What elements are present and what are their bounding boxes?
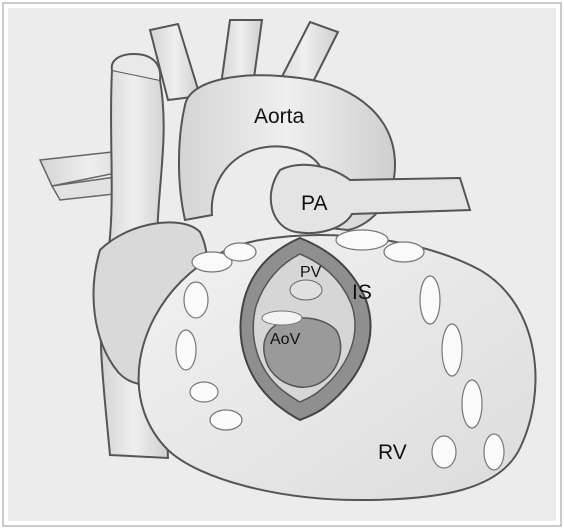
label-pa: PA (301, 193, 327, 214)
label-rv: RV (378, 442, 407, 463)
label-aov: AoV (270, 332, 300, 348)
pulmonary-valve (290, 280, 322, 300)
label-pv: PV (300, 265, 321, 281)
label-is: IS (352, 282, 372, 303)
valve-leaflet (262, 311, 302, 325)
label-aorta: Aorta (254, 106, 304, 127)
